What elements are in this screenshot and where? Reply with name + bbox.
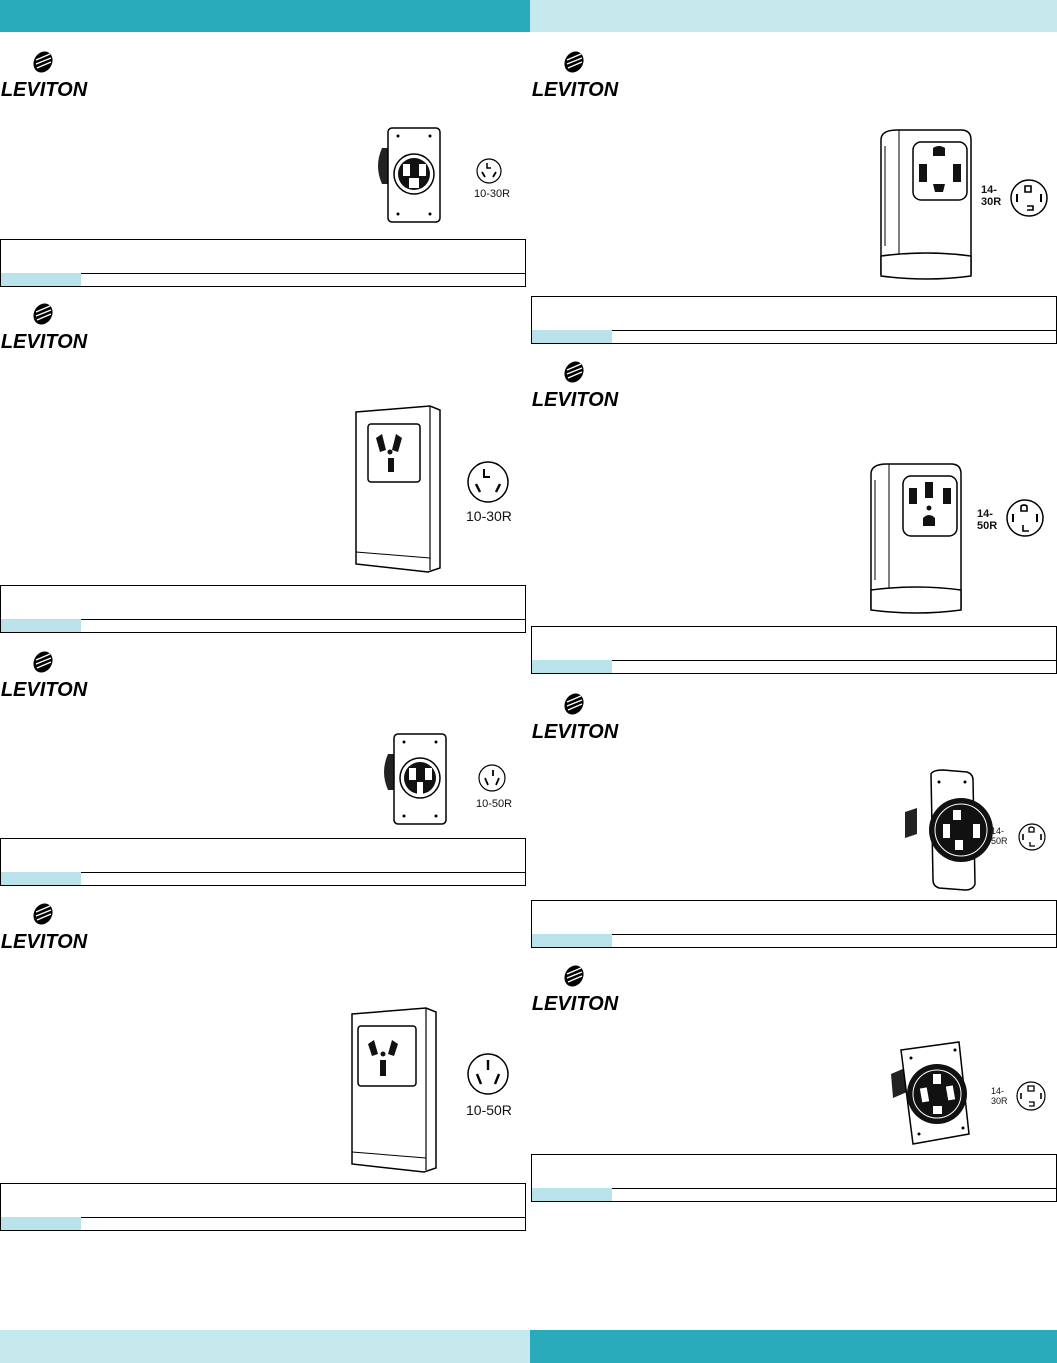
configuration-label: 10-50R [476,798,513,810]
spec-box [531,626,1057,674]
spec-divider [1,1217,525,1218]
product-card: LEVITON 14- 50R [531,690,1057,950]
configuration-label: 14- 50R [991,826,1008,846]
leviton-logo: LEVITON [531,690,621,742]
leviton-wordmark: LEVITON [1,331,88,352]
spec-box [0,1183,526,1231]
spec-box [0,838,526,886]
spec-tab [1,872,81,885]
leviton-logo: LEVITON [0,900,90,952]
spec-tab [1,619,81,632]
configuration-diagram [466,460,510,504]
product-card: LEVITON 10-30R [0,48,526,290]
leviton-logo: LEVITON [531,962,621,1014]
spec-box [531,900,1057,948]
leviton-logo: LEVITON [0,648,90,700]
product-image [877,126,975,282]
product-image [382,732,454,828]
configuration-diagram [466,1052,510,1096]
product-card: LEVITON 14- 30R [531,962,1057,1208]
spec-tab [532,934,612,947]
leviton-wordmark: LEVITON [532,721,619,742]
configuration-diagram [1005,498,1045,538]
spec-tab [1,273,81,286]
leviton-wordmark: LEVITON [1,79,88,100]
leviton-wordmark: LEVITON [1,679,88,700]
spec-divider [532,330,1056,331]
configuration-diagram [1009,178,1049,218]
configuration-diagram [478,764,506,792]
product-image [887,1040,977,1148]
header-band-dark [0,0,530,32]
configuration-label: 14- 30R [991,1086,1008,1106]
product-card: LEVITON 14- 50R [531,358,1057,678]
spec-tab [532,330,612,343]
leviton-logo: LEVITON [0,300,90,352]
spec-box [0,585,526,633]
product-image [346,1004,442,1173]
product-card: LEVITON 10-30R [0,300,526,636]
configuration-diagram [1017,822,1047,852]
spec-divider [1,273,525,274]
leviton-wordmark: LEVITON [532,993,619,1014]
header-band-light [530,0,1057,32]
footer-band-dark [530,1330,1057,1363]
product-image [376,126,448,226]
product-image [903,768,993,892]
spec-tab [1,1217,81,1230]
configuration-label: 10-50R [466,1102,512,1118]
product-image [350,402,446,573]
configuration-label: 10-30R [474,188,511,200]
leviton-logo: LEVITON [531,48,621,100]
product-card: LEVITON 14- 30R [531,48,1057,346]
configuration-label: 10-30R [466,508,512,524]
spec-tab [532,1188,612,1201]
spec-box [0,239,526,287]
spec-tab [532,660,612,673]
configuration-label: 14- 30R [981,184,1002,208]
leviton-logo: LEVITON [531,358,621,410]
leviton-logo: LEVITON [0,48,90,100]
configuration-diagram [1015,1080,1047,1112]
configuration-label: 14- 50R [977,508,998,532]
product-card: LEVITON 10-50R [0,648,526,888]
spec-box [531,1154,1057,1202]
leviton-wordmark: LEVITON [532,79,619,100]
product-card: LEVITON 10-50R [0,900,526,1234]
product-image [867,460,965,616]
spec-divider [532,1188,1056,1189]
spec-divider [532,934,1056,935]
leviton-wordmark: LEVITON [532,389,619,410]
spec-box [531,296,1057,344]
spec-divider [532,660,1056,661]
configuration-diagram [476,158,502,184]
leviton-wordmark: LEVITON [1,931,88,952]
spec-divider [1,872,525,873]
spec-divider [1,619,525,620]
footer-band-light [0,1330,530,1363]
